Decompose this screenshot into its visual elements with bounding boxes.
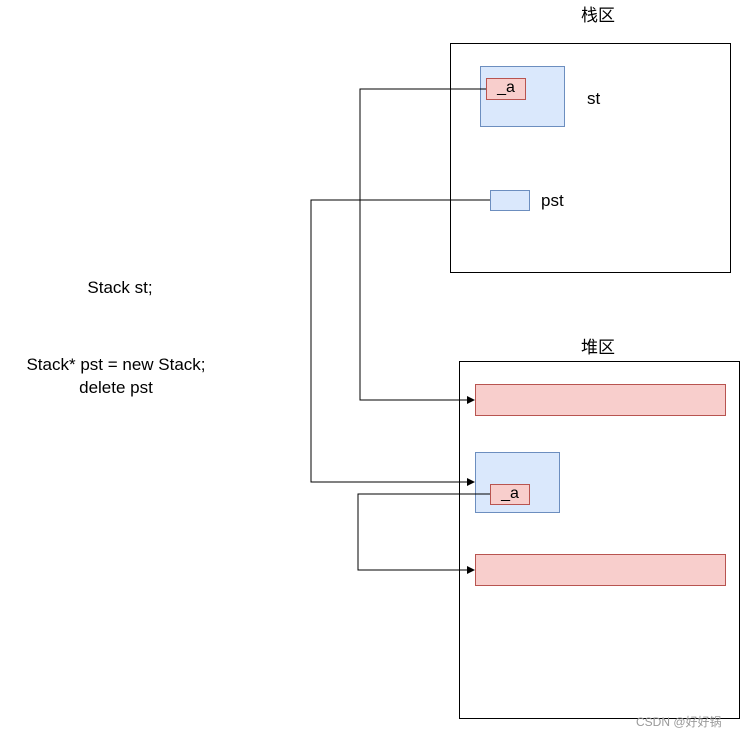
code-line-new-stack: Stack* pst = new Stack; <box>26 355 206 374</box>
heap-region <box>459 361 740 719</box>
arrow-pst-to-heap-object <box>310 199 490 486</box>
arrow-st-field-to-heap-top <box>359 88 486 404</box>
stack-region-title: 栈区 <box>581 6 615 25</box>
heap-block-top <box>475 384 726 416</box>
heap-region-title: 堆区 <box>581 338 615 357</box>
code-line-delete-pst: delete pst <box>79 378 153 397</box>
stack-pst-label: pst <box>541 191 564 210</box>
code-line-stack-st: Stack st; <box>87 278 153 297</box>
stack-pointer-pst <box>490 190 530 211</box>
heap-object-field-a: _a <box>490 484 530 505</box>
arrow-heap-field-to-heap-bottom <box>357 493 490 574</box>
stack-st-label: st <box>587 89 601 108</box>
stack-st-field-a: _a <box>486 78 526 100</box>
heap-block-bottom <box>475 554 726 586</box>
watermark: CSDN @好好锅 <box>636 715 722 729</box>
